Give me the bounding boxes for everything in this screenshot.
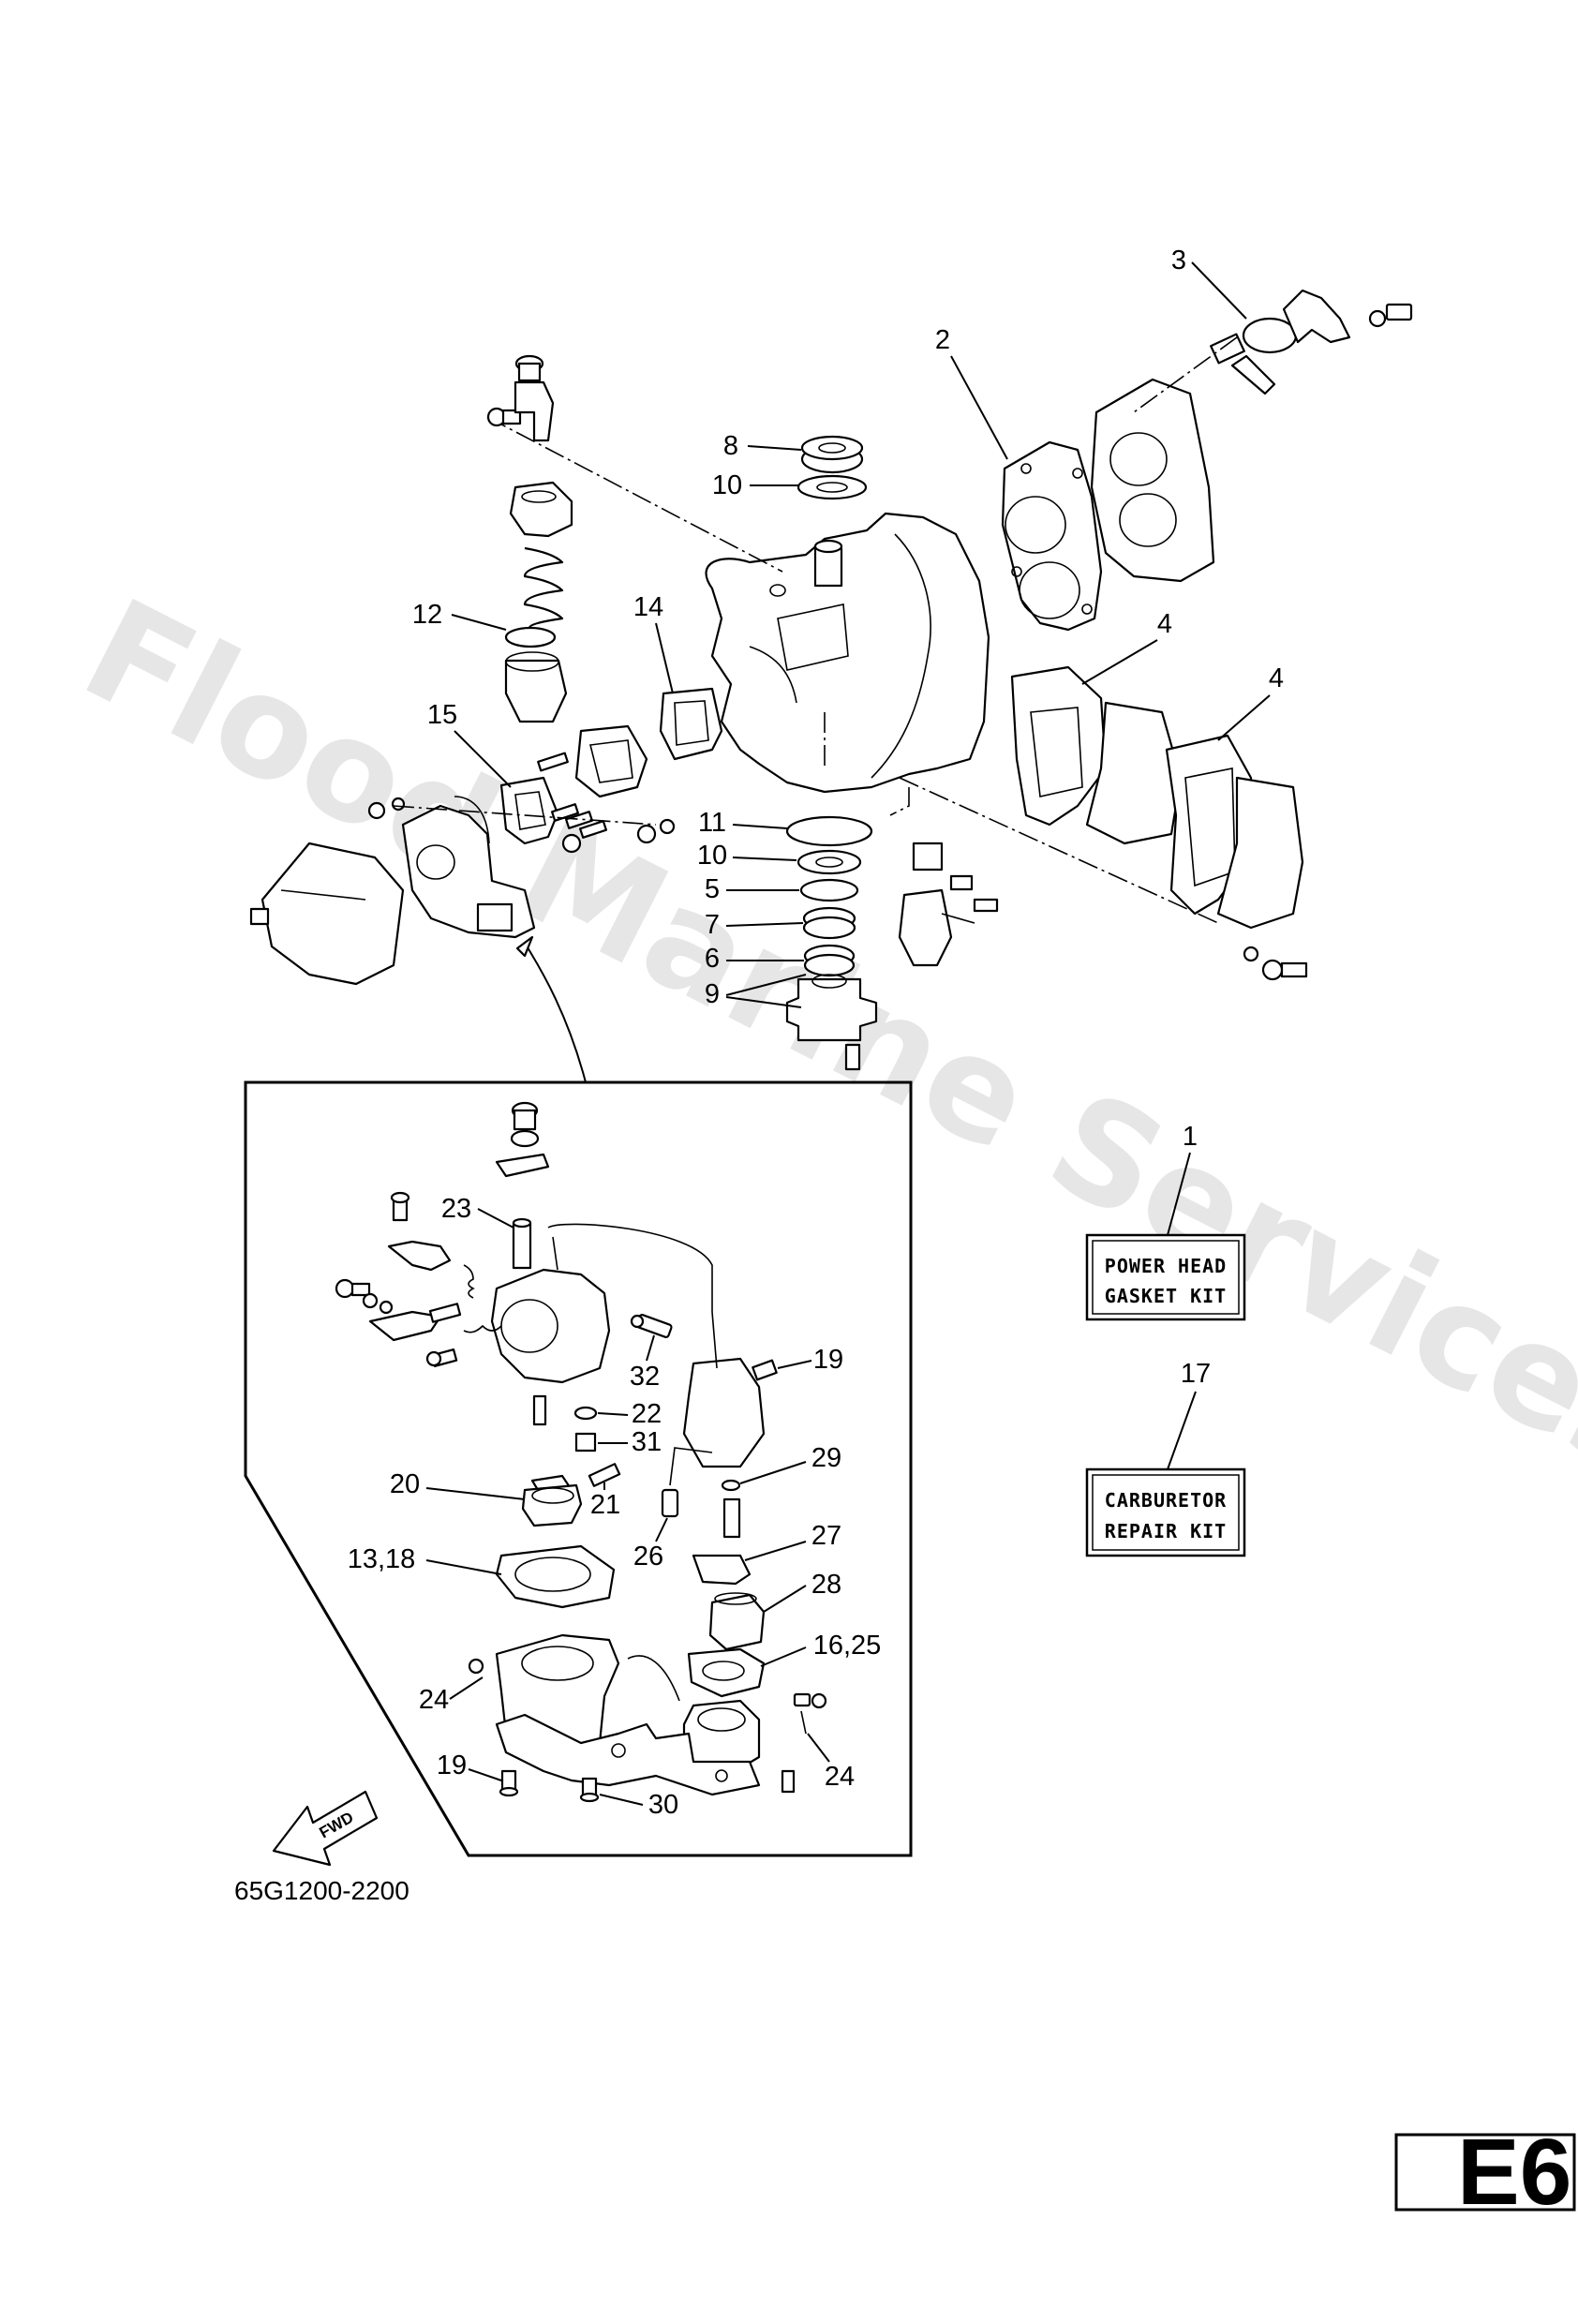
gasket-13-18 <box>495 1544 616 1609</box>
page-tag-text: E6 <box>1457 2120 1571 2225</box>
callout-19-bottom: 19 <box>437 1750 467 1780</box>
cylinder-head <box>1090 378 1215 583</box>
intake-manifold-assembly <box>249 724 676 986</box>
gasket-16-25 <box>687 1647 766 1698</box>
float-28 <box>708 1593 766 1651</box>
fuel-pump-body <box>682 1357 766 1468</box>
reed-valve <box>574 724 648 798</box>
fwd-arrow-icon: FWD <box>272 1790 379 1867</box>
washer-10-top <box>796 474 868 500</box>
page-tag: E6 <box>1394 2120 1576 2225</box>
carburetor-kit-box: CARBURETOR REPAIR KIT <box>1085 1467 1246 1557</box>
callout-21: 21 <box>590 1490 620 1520</box>
o-ring-12 <box>504 626 557 648</box>
callout-14: 14 <box>633 592 663 622</box>
callout-6: 6 <box>705 944 720 974</box>
o-ring-29 <box>721 1479 741 1492</box>
callout-13-18: 13,18 <box>348 1544 416 1574</box>
callout-26: 26 <box>633 1542 663 1572</box>
callout-15: 15 <box>427 700 457 730</box>
part-26 <box>661 1488 679 1518</box>
callout-7: 7 <box>705 910 720 940</box>
callouts: 3 2 8 10 12 14 4 4 15 11 10 5 7 6 9 23 <box>348 246 1284 1820</box>
callout-24-right: 24 <box>825 1762 855 1792</box>
screw-24-left <box>468 1658 484 1675</box>
callout-4-a: 4 <box>1157 609 1172 639</box>
gasket-11 <box>785 815 873 847</box>
jet-23 <box>512 1221 532 1270</box>
power-head-assembly <box>486 289 1413 1071</box>
exhaust-gasket-4a <box>1010 665 1108 827</box>
carburetor-kit-line2: REPAIR KIT <box>1105 1520 1227 1542</box>
jet-31 <box>574 1432 597 1452</box>
fuel-filter <box>898 888 953 967</box>
pin-21 <box>588 1463 621 1487</box>
callout-3: 3 <box>1171 246 1186 276</box>
callout-20: 20 <box>390 1469 420 1499</box>
screw-19-top <box>752 1359 778 1381</box>
callout-10-lower: 10 <box>697 841 727 871</box>
callout-11: 11 <box>698 808 726 838</box>
callout-29: 29 <box>811 1443 841 1473</box>
callout-32: 32 <box>630 1362 660 1392</box>
oil-pump-assembly <box>504 354 573 723</box>
power-head-kit-box: POWER HEAD GASKET KIT <box>1085 1233 1246 1321</box>
carburetor-detail-parts <box>335 1101 827 1803</box>
power-head-kit-line1: POWER HEAD <box>1105 1255 1227 1277</box>
gasket-3 <box>1242 317 1298 354</box>
intake-silencer <box>261 842 405 986</box>
callout-27: 27 <box>811 1521 841 1551</box>
float-arm-27 <box>692 1554 752 1586</box>
oil-seal-housing-9 <box>785 977 878 1042</box>
callout-12: 12 <box>412 600 442 630</box>
carburetor-detail-frame <box>244 1080 913 1857</box>
needle-seat-20 <box>521 1483 583 1527</box>
thermostat-cover <box>1282 289 1351 344</box>
gasket-14 <box>659 687 723 761</box>
o-ring-5 <box>799 878 859 902</box>
callout-28: 28 <box>811 1570 841 1600</box>
callout-2: 2 <box>935 325 950 355</box>
callout-22: 22 <box>632 1399 662 1429</box>
base-plate <box>495 1713 761 1796</box>
callout-5: 5 <box>705 874 720 904</box>
washer-22 <box>573 1406 598 1421</box>
callout-17: 17 <box>1181 1359 1211 1389</box>
callout-16-25: 16,25 <box>813 1631 882 1661</box>
exhaust-cover-b <box>1216 776 1304 930</box>
power-head-kit-line2: GASKET KIT <box>1105 1285 1227 1307</box>
carburetor-body <box>490 1268 611 1384</box>
washer-10-lower <box>796 849 862 875</box>
callout-23: 23 <box>441 1194 471 1224</box>
screw-24-right <box>800 1710 807 1735</box>
carburetor-kit-line1: CARBURETOR <box>1105 1489 1227 1512</box>
cylinder-head-gasket <box>1001 440 1103 632</box>
callout-31: 31 <box>632 1427 662 1457</box>
callout-10-top: 10 <box>712 470 742 500</box>
exhaust-cover-a <box>1085 701 1183 845</box>
callout-8: 8 <box>723 431 738 461</box>
callout-4-b: 4 <box>1269 663 1284 693</box>
diagram-code: 65G1200-2200 <box>234 1876 409 1905</box>
callout-24-left: 24 <box>419 1685 449 1715</box>
callout-30: 30 <box>648 1790 678 1820</box>
callout-1: 1 <box>1183 1122 1198 1152</box>
callout-19-top: 19 <box>813 1345 843 1375</box>
callout-9: 9 <box>705 979 720 1009</box>
